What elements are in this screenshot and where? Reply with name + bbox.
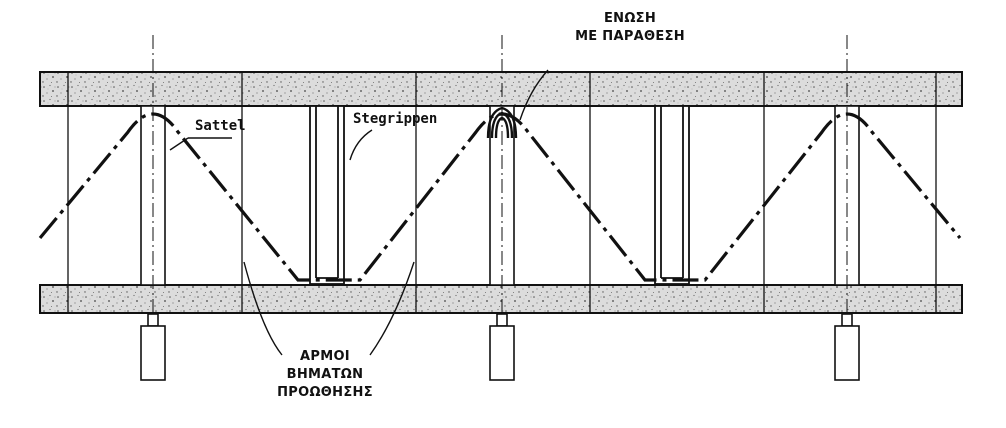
- lap-splice: [486, 106, 518, 139]
- label-enosi-line2: ΜΕ ΠΑΡΑΘΕΣΗ: [575, 29, 685, 44]
- leader-lines: [169, 69, 549, 356]
- label-enosi: ΕΝΩΣΗ ΜΕ ΠΑΡΑΘΕΣΗ: [555, 10, 705, 46]
- center-lines: [152, 35, 848, 380]
- pier-columns: [140, 105, 860, 286]
- supports: [140, 313, 860, 381]
- label-stegrippen: Stegrippen: [353, 111, 438, 127]
- label-armoi-line3: ΠΡΟΩΘΗΣΗΣ: [277, 385, 373, 400]
- top-slab: [39, 71, 963, 107]
- label-armoi: ΑΡΜΟΙ ΒΗΜΑΤΩΝ ΠΡΟΩΘΗΣΗΣ: [255, 348, 395, 402]
- joint-lines: [67, 72, 937, 313]
- label-armoi-line2: ΒΗΜΑΤΩΝ: [286, 367, 364, 382]
- bottom-slab: [39, 284, 963, 314]
- label-enosi-line1: ΕΝΩΣΗ: [603, 11, 657, 26]
- web-ribs: [309, 105, 690, 285]
- label-armoi-line1: ΑΡΜΟΙ: [300, 349, 350, 364]
- label-sattel: Sattel: [195, 118, 246, 134]
